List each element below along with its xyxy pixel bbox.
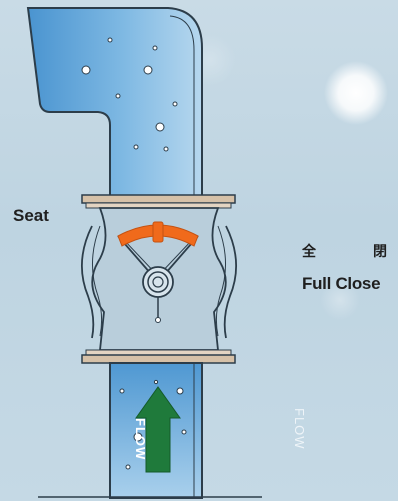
valve-body-left-inner <box>91 225 103 337</box>
valve-body-left-wall <box>80 225 95 339</box>
seat-label: Seat <box>13 206 49 225</box>
background-glow <box>320 280 360 320</box>
upper-flange <box>81 194 236 204</box>
water-bubbles-upper <box>81 37 178 152</box>
disc-stem <box>152 221 164 243</box>
valve-hub-inner <box>152 276 164 288</box>
valve-hub-middle <box>147 271 169 293</box>
full-close-kanji-1: 全 <box>302 243 316 259</box>
water-bubbles-lower <box>119 379 187 470</box>
lower-flange <box>81 354 236 364</box>
full-close-label: Full Close <box>302 274 381 293</box>
valve-body-right-inner <box>215 225 227 337</box>
flow-side-label: FLOW <box>292 408 307 450</box>
valve-body-right-wall <box>223 225 238 339</box>
flow-arrow-icon <box>135 386 181 473</box>
flow-arrow-label: FLOW <box>133 418 148 461</box>
upper-elbow-pipe <box>26 7 203 197</box>
full-close-kanji-2: 閉 <box>373 243 387 259</box>
background-glow <box>324 61 388 125</box>
elbow-inner-line <box>169 15 195 196</box>
valve-hub-pin <box>155 317 161 323</box>
